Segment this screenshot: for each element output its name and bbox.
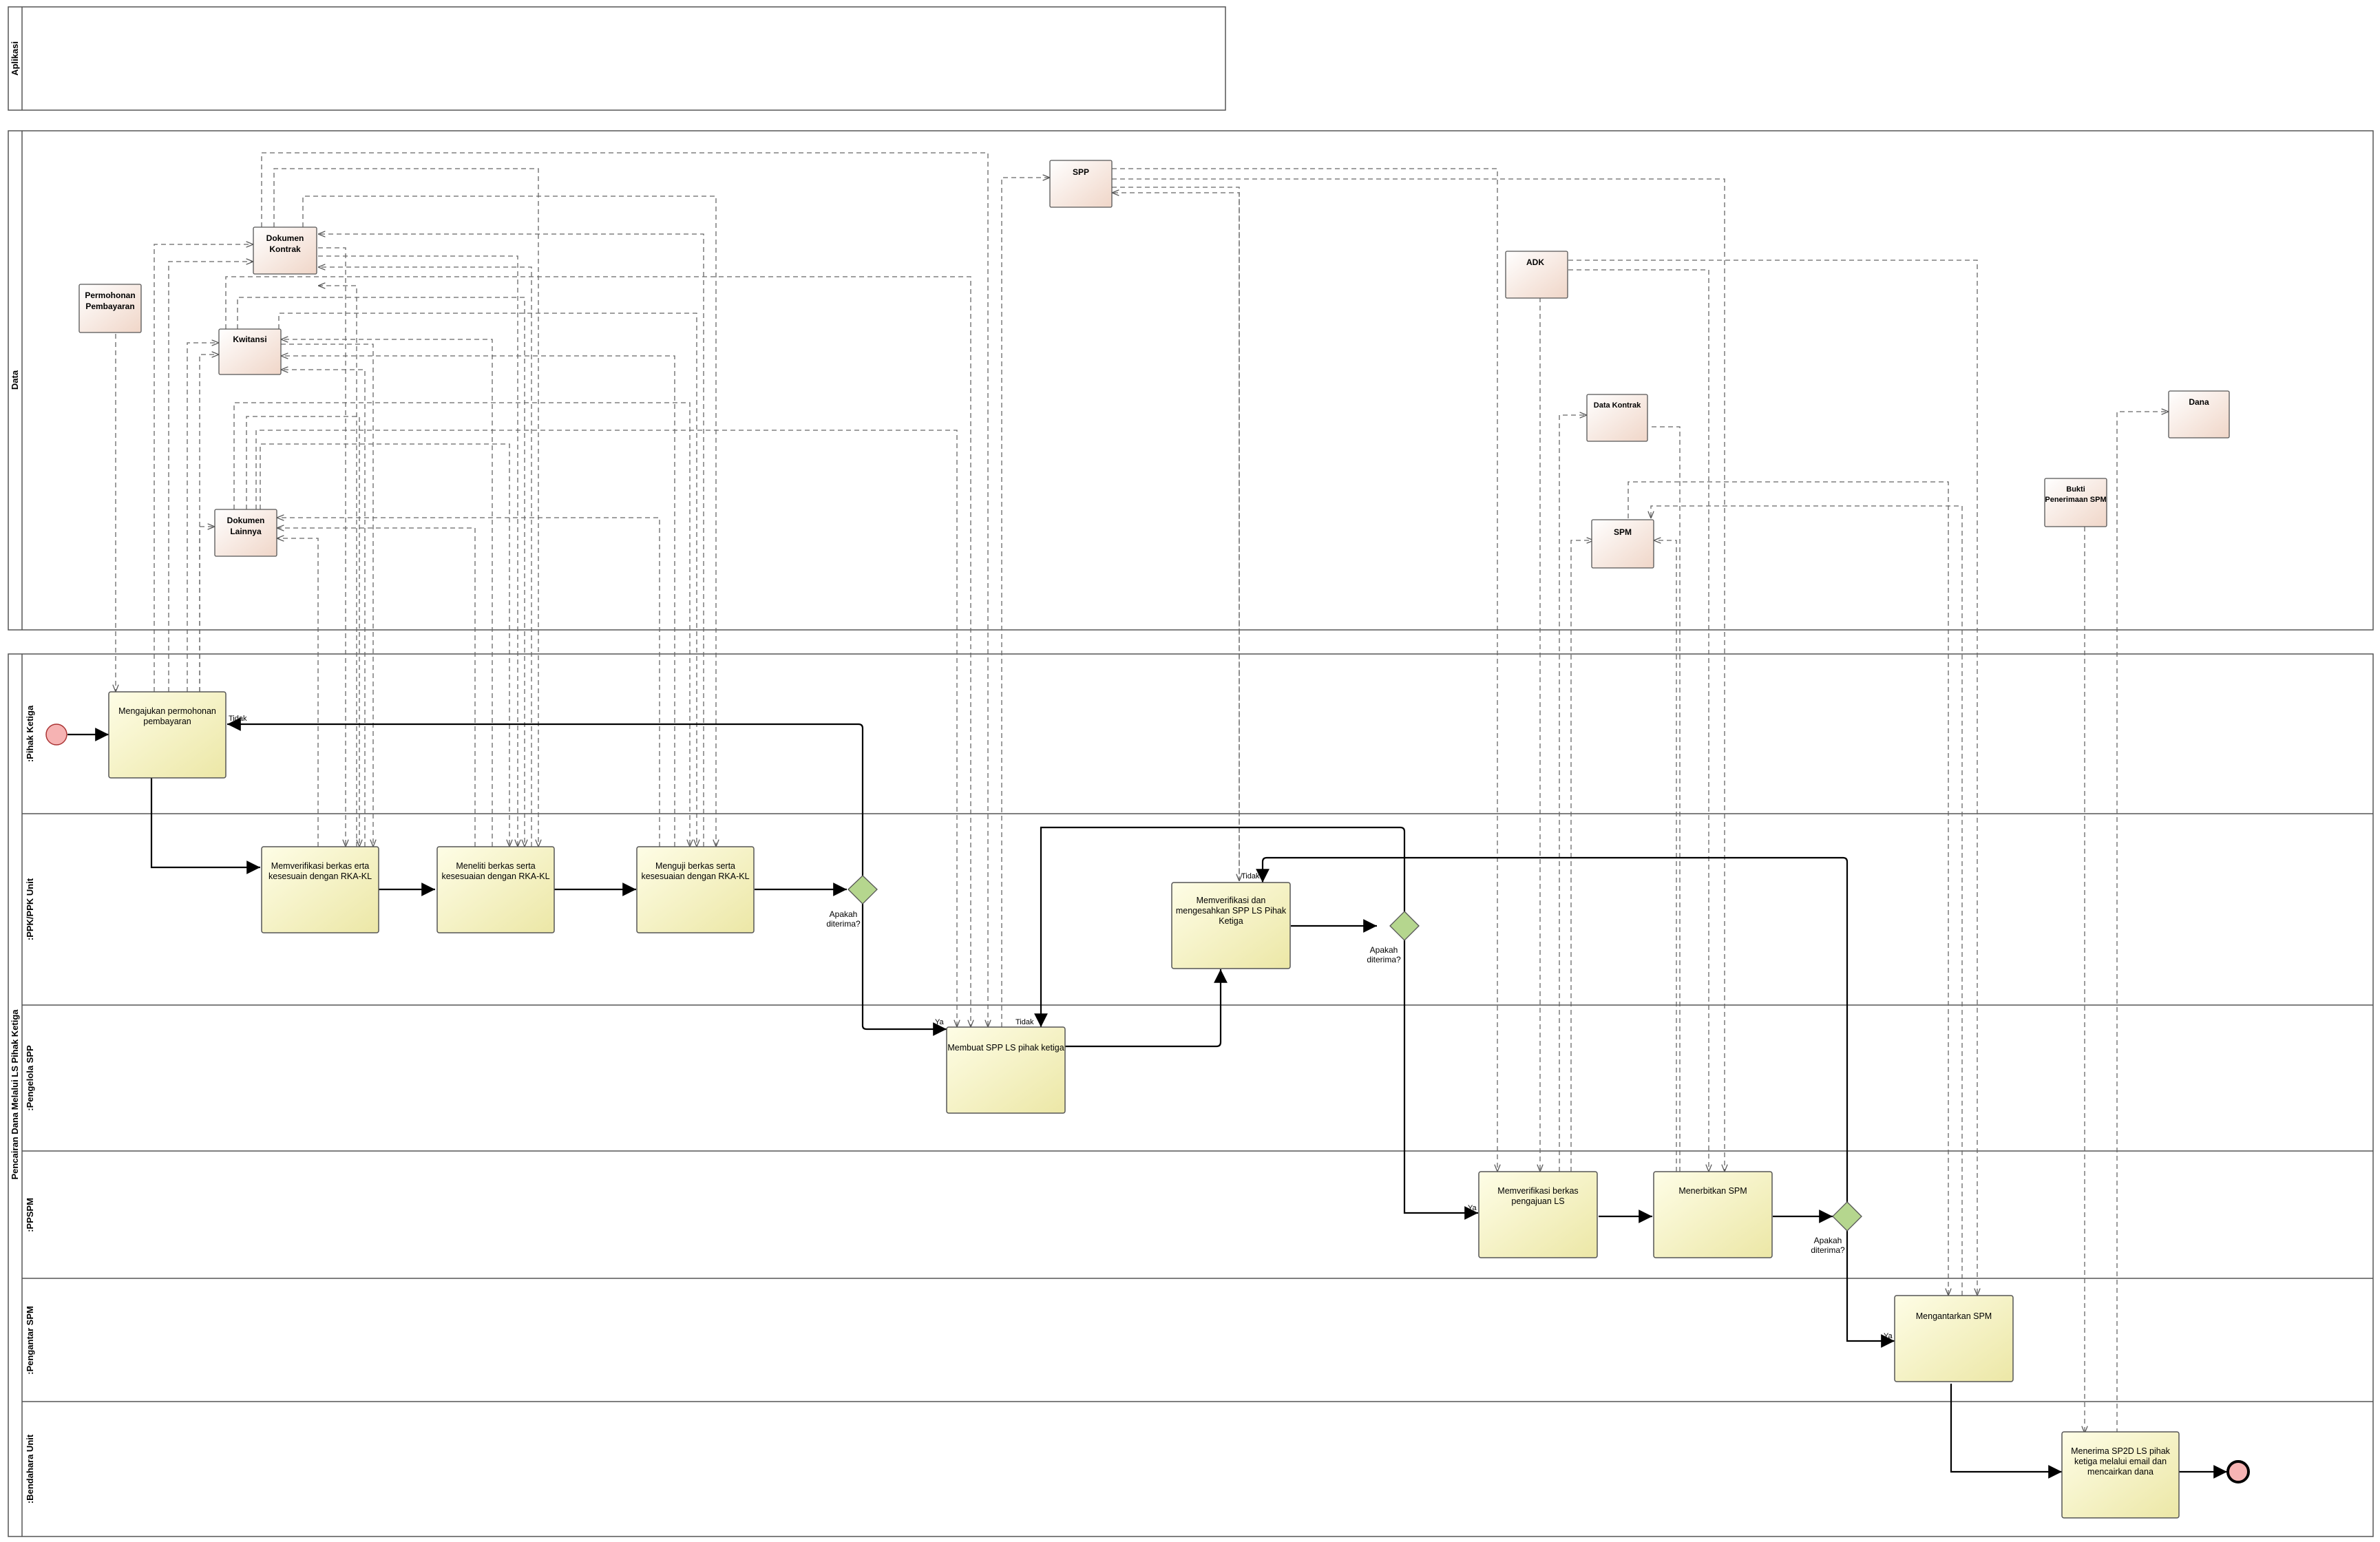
pool-process-label: Pencairan Dana Melalui LS Pihak Ketiga xyxy=(10,1009,20,1180)
svg-text:SPP: SPP xyxy=(1073,167,1089,177)
svg-text:Data Kontrak: Data Kontrak xyxy=(1594,401,1641,410)
flow-labels: Tidak Ya Tidak Tidak Ya Ya xyxy=(229,715,1893,1340)
task-menerbitkan-spm: Menerbitkan SPM xyxy=(1653,1171,1773,1258)
label-tidak-3: Tidak xyxy=(1241,872,1260,880)
data-object-spp: SPP xyxy=(1049,160,1113,208)
data-object-adk: ADK xyxy=(1505,251,1568,299)
end-event xyxy=(2226,1460,2250,1483)
label-ya-3: Ya xyxy=(1884,1332,1893,1340)
lane-pengantar-spm: :Pengantar SPM xyxy=(25,1306,35,1375)
task-mengantarkan-spm: Mengantarkan SPM xyxy=(1894,1295,2014,1382)
lane-pihak-ketiga: :Pihak Ketiga xyxy=(25,705,35,762)
lane-pengelola-spp: :Pengelola SPP xyxy=(25,1045,35,1111)
data-object-spm: SPM xyxy=(1591,519,1654,569)
data-object-data-kontrak: Data Kontrak xyxy=(1586,394,1648,442)
data-object-dana: Dana xyxy=(2168,390,2230,439)
label-ya-1: Ya xyxy=(935,1018,945,1026)
svg-text:Kwitansi: Kwitansi xyxy=(233,335,266,344)
svg-text:Membuat SPP LS pihak ketiga: Membuat SPP LS pihak ketiga xyxy=(947,1043,1064,1053)
pool-data: Data xyxy=(8,130,2374,631)
label-tidak-2: Tidak xyxy=(1015,1018,1034,1026)
task-membuat-spp: Membuat SPP LS pihak ketiga xyxy=(946,1026,1066,1114)
pool-process: Pencairan Dana Melalui LS Pihak Ketiga :… xyxy=(8,653,2374,1537)
pool-data-label: Data xyxy=(10,370,20,390)
svg-text:Mengantarkan SPM: Mengantarkan SPM xyxy=(1916,1311,1992,1321)
lane-bendahara: :Bendahara Unit xyxy=(25,1434,35,1503)
pool-aplikasi-label: Aplikasi xyxy=(10,41,20,76)
lane-ppspm: :PPSPM xyxy=(25,1198,35,1232)
lane-ppk: :PPK/PPK Unit xyxy=(25,878,35,940)
pool-aplikasi: Aplikasi xyxy=(8,6,1226,111)
data-associations xyxy=(116,152,2169,1433)
svg-text:ADK: ADK xyxy=(1526,257,1544,267)
label-tidak-1: Tidak xyxy=(229,715,247,723)
data-object-kwitansi: Kwitansi xyxy=(218,328,282,375)
svg-text:Dana: Dana xyxy=(2189,397,2209,407)
label-ya-2: Ya xyxy=(1468,1204,1477,1212)
start-event xyxy=(45,724,67,746)
svg-text:Menerbitkan SPM: Menerbitkan SPM xyxy=(1678,1186,1747,1196)
svg-text:SPM: SPM xyxy=(1614,527,1632,537)
sequence-flows xyxy=(67,717,2227,1479)
